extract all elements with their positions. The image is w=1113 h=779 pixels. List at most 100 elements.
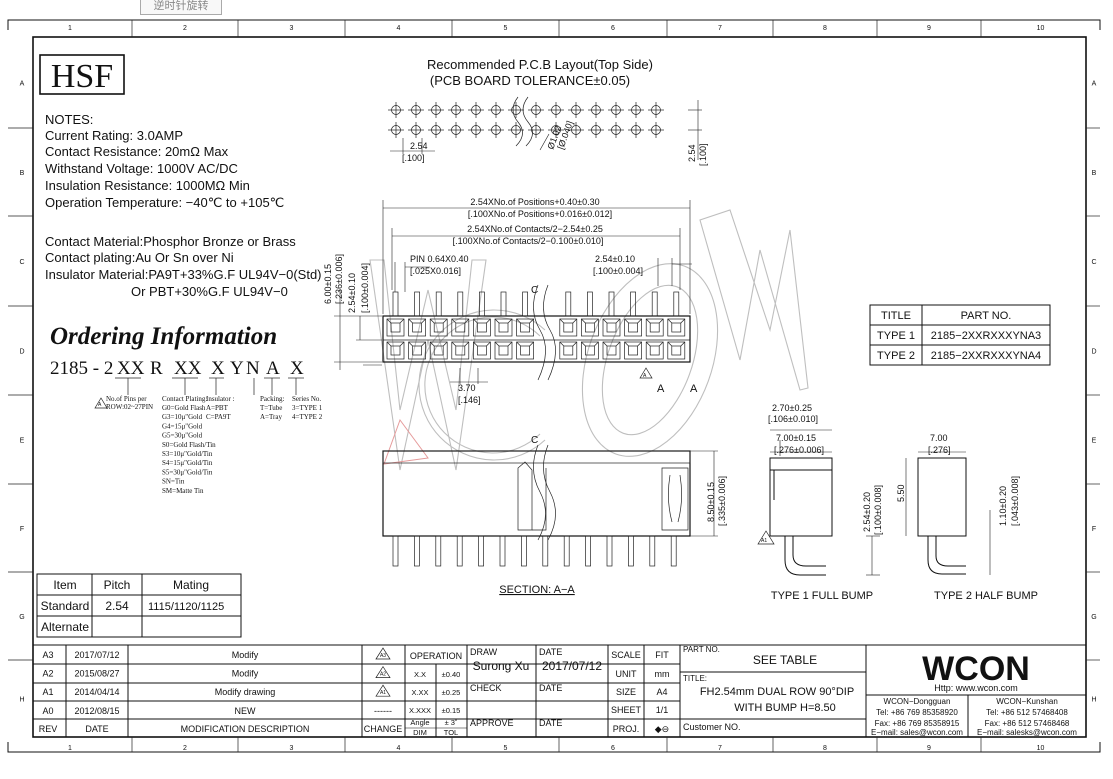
cavity-chamfer [615, 341, 621, 347]
contact-cavity-inner [477, 322, 487, 333]
svg-text:A: A [657, 383, 665, 395]
zone-row-label: C [19, 259, 24, 266]
svg-text:2185−2XXRXXXYNA4: 2185−2XXRXXXYNA4 [931, 350, 1041, 362]
pin-tail [414, 291, 420, 317]
svg-text:±0.40: ±0.40 [442, 670, 461, 679]
zone-col-label: 2 [183, 745, 187, 752]
svg-text:WCON−Kunshan: WCON−Kunshan [996, 697, 1058, 706]
dip-pin [670, 535, 677, 567]
connector-section-body [382, 444, 691, 567]
dip-pin [456, 535, 463, 567]
svg-text:Surong Xu: Surong Xu [473, 659, 530, 673]
svg-text:5.50: 5.50 [896, 484, 906, 502]
svg-text:2017/07/12: 2017/07/12 [542, 659, 602, 673]
zone-col-label: 5 [504, 25, 508, 32]
svg-text:2.54: 2.54 [410, 141, 428, 151]
contact-cavity-inner [671, 322, 682, 333]
svg-text:Contact Resistance: 20mΩ Max: Contact Resistance: 20mΩ Max [45, 144, 229, 159]
contact-cavity [473, 318, 491, 337]
svg-text:FIT: FIT [655, 650, 669, 660]
contact-cavity [451, 341, 470, 360]
svg-text:Tel: +86 769 85358920: Tel: +86 769 85358920 [876, 708, 958, 717]
housing-outline [382, 315, 691, 363]
rotate-tab[interactable]: 逆时针旋转 [140, 0, 222, 15]
revision-date: 2017/07/12 [74, 650, 119, 660]
cavity-chamfer [602, 341, 608, 347]
svg-text:2.54±0.20: 2.54±0.20 [862, 492, 872, 532]
svg-text:[.100]: [.100] [402, 153, 425, 163]
contact-cavity-inner [649, 345, 660, 356]
svg-text:DIM: DIM [413, 728, 427, 737]
pin-tail [479, 291, 485, 317]
svg-text:A: A [98, 402, 102, 408]
break-line [533, 284, 546, 381]
svg-text:E−mail: sales@wcon.com: E−mail: sales@wcon.com [871, 728, 963, 737]
zone-row-label: F [1092, 526, 1096, 533]
dip-pin [563, 535, 570, 567]
svg-text:6.00±0.15: 6.00±0.15 [323, 264, 333, 304]
cavity-chamfer [637, 318, 642, 324]
svg-text:XX: XX [174, 358, 202, 379]
contact-cavity-inner [390, 345, 401, 356]
svg-text:PIN 0.64X0.40: PIN 0.64X0.40 [410, 254, 469, 264]
svg-text:FH2.54mm DUAL ROW 90°DIP: FH2.54mm DUAL ROW 90°DIP [700, 686, 854, 698]
cavity-chamfer [451, 318, 457, 324]
svg-text:WCON−Dongguan: WCON−Dongguan [884, 697, 951, 706]
plating-option: SM=Matte Tin [162, 487, 204, 495]
pin-tail [608, 291, 615, 317]
svg-text:[.146]: [.146] [458, 395, 481, 405]
contact-cavity-inner [520, 345, 530, 356]
type-side-views: 2.70±0.25 [.106±0.010] 7.00±0.15 [.276±0… [757, 403, 1038, 602]
hsf-logo: HSF [39, 54, 125, 95]
svg-text:3=TYPE 1: 3=TYPE 1 [292, 404, 323, 412]
cavity-chamfer [645, 341, 651, 347]
pin-tail [673, 291, 680, 317]
contact-cavity [494, 341, 513, 360]
svg-text:2.54±0.10: 2.54±0.10 [347, 273, 357, 313]
svg-text:APPROVE: APPROVE [470, 718, 514, 728]
svg-text:Pitch: Pitch [104, 578, 131, 592]
svg-text:A: A [690, 383, 698, 395]
cavity-chamfer [408, 341, 413, 347]
cavity-chamfer [442, 341, 448, 347]
pin-tail [630, 291, 636, 317]
svg-text:SCALE: SCALE [611, 650, 641, 660]
svg-text:X: X [211, 358, 225, 379]
svg-text:Or PBT+30%G.F UL94V−0: Or PBT+30%G.F UL94V−0 [131, 284, 288, 299]
section-outline [382, 450, 691, 537]
cavity-chamfer [667, 341, 673, 347]
contact-cavity-inner [585, 345, 595, 356]
zone-row-label: A [20, 81, 25, 88]
cavity-chamfer [529, 341, 534, 347]
svg-text:C: C [531, 285, 538, 296]
svg-text:TOL: TOL [444, 728, 458, 737]
svg-text:REV: REV [39, 724, 58, 734]
svg-text:PART NO.: PART NO. [961, 310, 1012, 322]
svg-text:Fax: +86 769 85358915: Fax: +86 769 85358915 [875, 719, 960, 728]
contact-cavity [645, 318, 664, 337]
revision-id: A1 [42, 687, 53, 697]
svg-text:Http: www.wcon.com: Http: www.wcon.com [934, 683, 1018, 693]
contact-cross-section [532, 468, 547, 531]
contact-cavity [559, 341, 578, 360]
cavity-chamfer [473, 341, 478, 347]
type2-label: TYPE 2 HALF BUMP [934, 590, 1038, 602]
contact-cavity [581, 318, 599, 337]
contact-cavity [602, 318, 621, 337]
svg-text:DATE: DATE [539, 718, 562, 728]
zone-col-label: 5 [504, 745, 508, 752]
svg-text:XX: XX [117, 358, 145, 379]
contact-cavity-inner [433, 322, 444, 333]
cavity-chamfer [494, 341, 500, 347]
pin-tail [392, 291, 399, 317]
cavity-chamfer [507, 341, 513, 347]
cavity-chamfer [473, 318, 478, 324]
svg-text:E−mail: salesks@wcon.com: E−mail: salesks@wcon.com [977, 728, 1077, 737]
svg-text:2.54XNo.of Positions+0.40±0.30: 2.54XNo.of Positions+0.40±0.30 [470, 197, 599, 207]
svg-text:[.100XNo.of Contacts/2−0.100±0: [.100XNo.of Contacts/2−0.100±0.010] [453, 236, 604, 246]
plating-option: S0=Gold Flash/Tin [162, 441, 216, 449]
dip-pin [521, 535, 527, 567]
